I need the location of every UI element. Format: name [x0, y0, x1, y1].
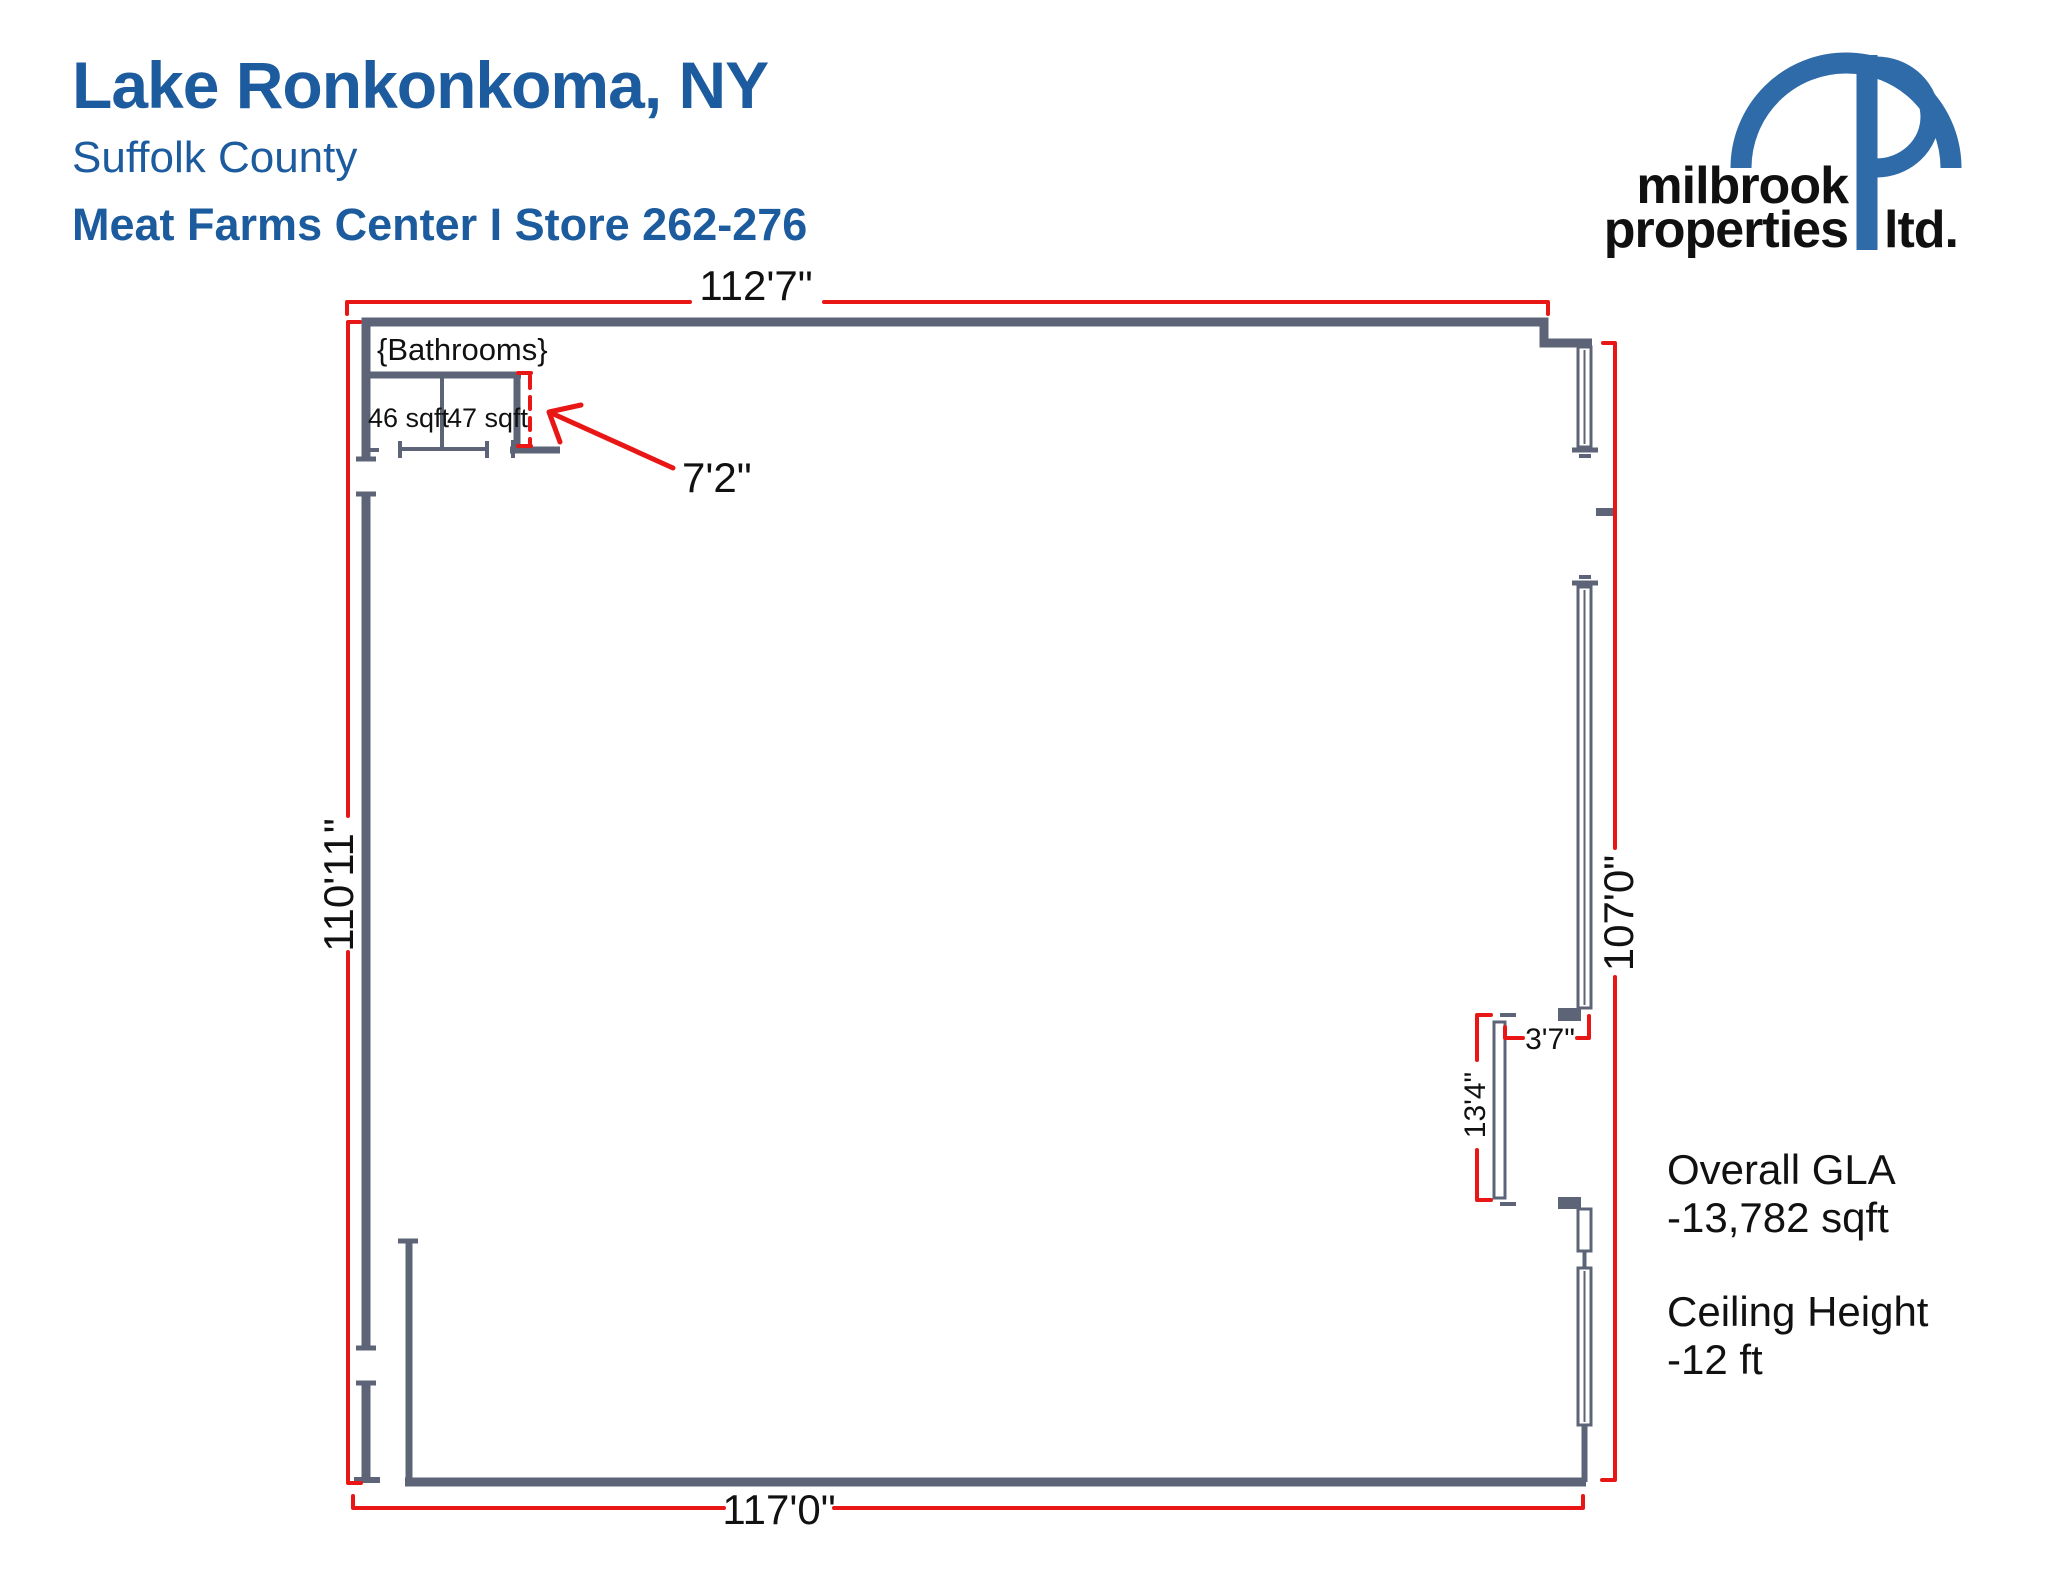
page-title: Lake Ronkonkoma, NY	[72, 48, 769, 122]
dim-bottom-label: 117'0"	[722, 1486, 835, 1533]
dim-right-label: 107'0"	[1595, 855, 1642, 971]
logo-arch	[1730, 52, 1962, 169]
entry-jamb	[1558, 1008, 1581, 1021]
dim-top-line	[345, 300, 1550, 316]
entry-jamb	[1558, 1197, 1581, 1209]
dim-bathroom-depth-hooks	[516, 371, 533, 448]
ceiling-value: -12 ft	[1667, 1336, 1763, 1383]
dimension-lines-group	[345, 300, 1617, 1510]
dim-entry-offset-line	[1503, 1014, 1591, 1040]
dim-left-line	[346, 320, 363, 1485]
logo-p-bowl	[1875, 56, 1940, 178]
dim-bathroom-depth-label: 7'2"	[682, 454, 752, 501]
gla-note: Overall GLA -13,782 sqft	[1667, 1146, 1928, 1242]
dim-entry-wall-line	[1475, 1013, 1493, 1202]
logo-suffix: ltd.	[1884, 201, 1958, 259]
dim-bottom-line	[351, 1494, 1585, 1510]
notes-block: Overall GLA -13,782 sqft Ceiling Height …	[1667, 1146, 1928, 1384]
dim-top-label: 112'7"	[699, 262, 812, 309]
bathroom-left-area-label: 46 sqft	[368, 403, 450, 433]
dim-right-line	[1600, 341, 1617, 1482]
ceiling-note: Ceiling Height -12 ft	[1667, 1288, 1928, 1384]
page-subtitle: Suffolk County	[72, 133, 358, 182]
dim-entry-wall-label: 13'4"	[1459, 1072, 1492, 1138]
dim-left-label: 110'11"	[315, 818, 362, 952]
logo-monogram-icon	[1730, 52, 1962, 250]
logo-name-line1: milbrook	[1636, 157, 1849, 215]
entry-interior-wall	[1492, 1020, 1507, 1200]
callout-arrow-icon	[546, 402, 676, 471]
header-block: Lake Ronkonkoma, NY Suffolk County Meat …	[72, 52, 807, 247]
bathrooms-label: {Bathrooms}	[377, 332, 548, 367]
gla-label: Overall GLA	[1667, 1146, 1896, 1193]
bathroom-right-area-label: 47 sqft	[447, 403, 529, 433]
logo-name-line2: properties	[1604, 201, 1848, 259]
wall-segment	[361, 317, 1592, 457]
property-title: Meat Farms Center I Store 262-276	[72, 199, 808, 250]
storefront-window	[1576, 1207, 1593, 1253]
dim-entry-offset-label: 3'7"	[1525, 1023, 1575, 1056]
gla-value: -13,782 sqft	[1667, 1194, 1889, 1241]
walls-group	[354, 317, 1613, 1487]
ceiling-label: Ceiling Height	[1667, 1288, 1929, 1335]
